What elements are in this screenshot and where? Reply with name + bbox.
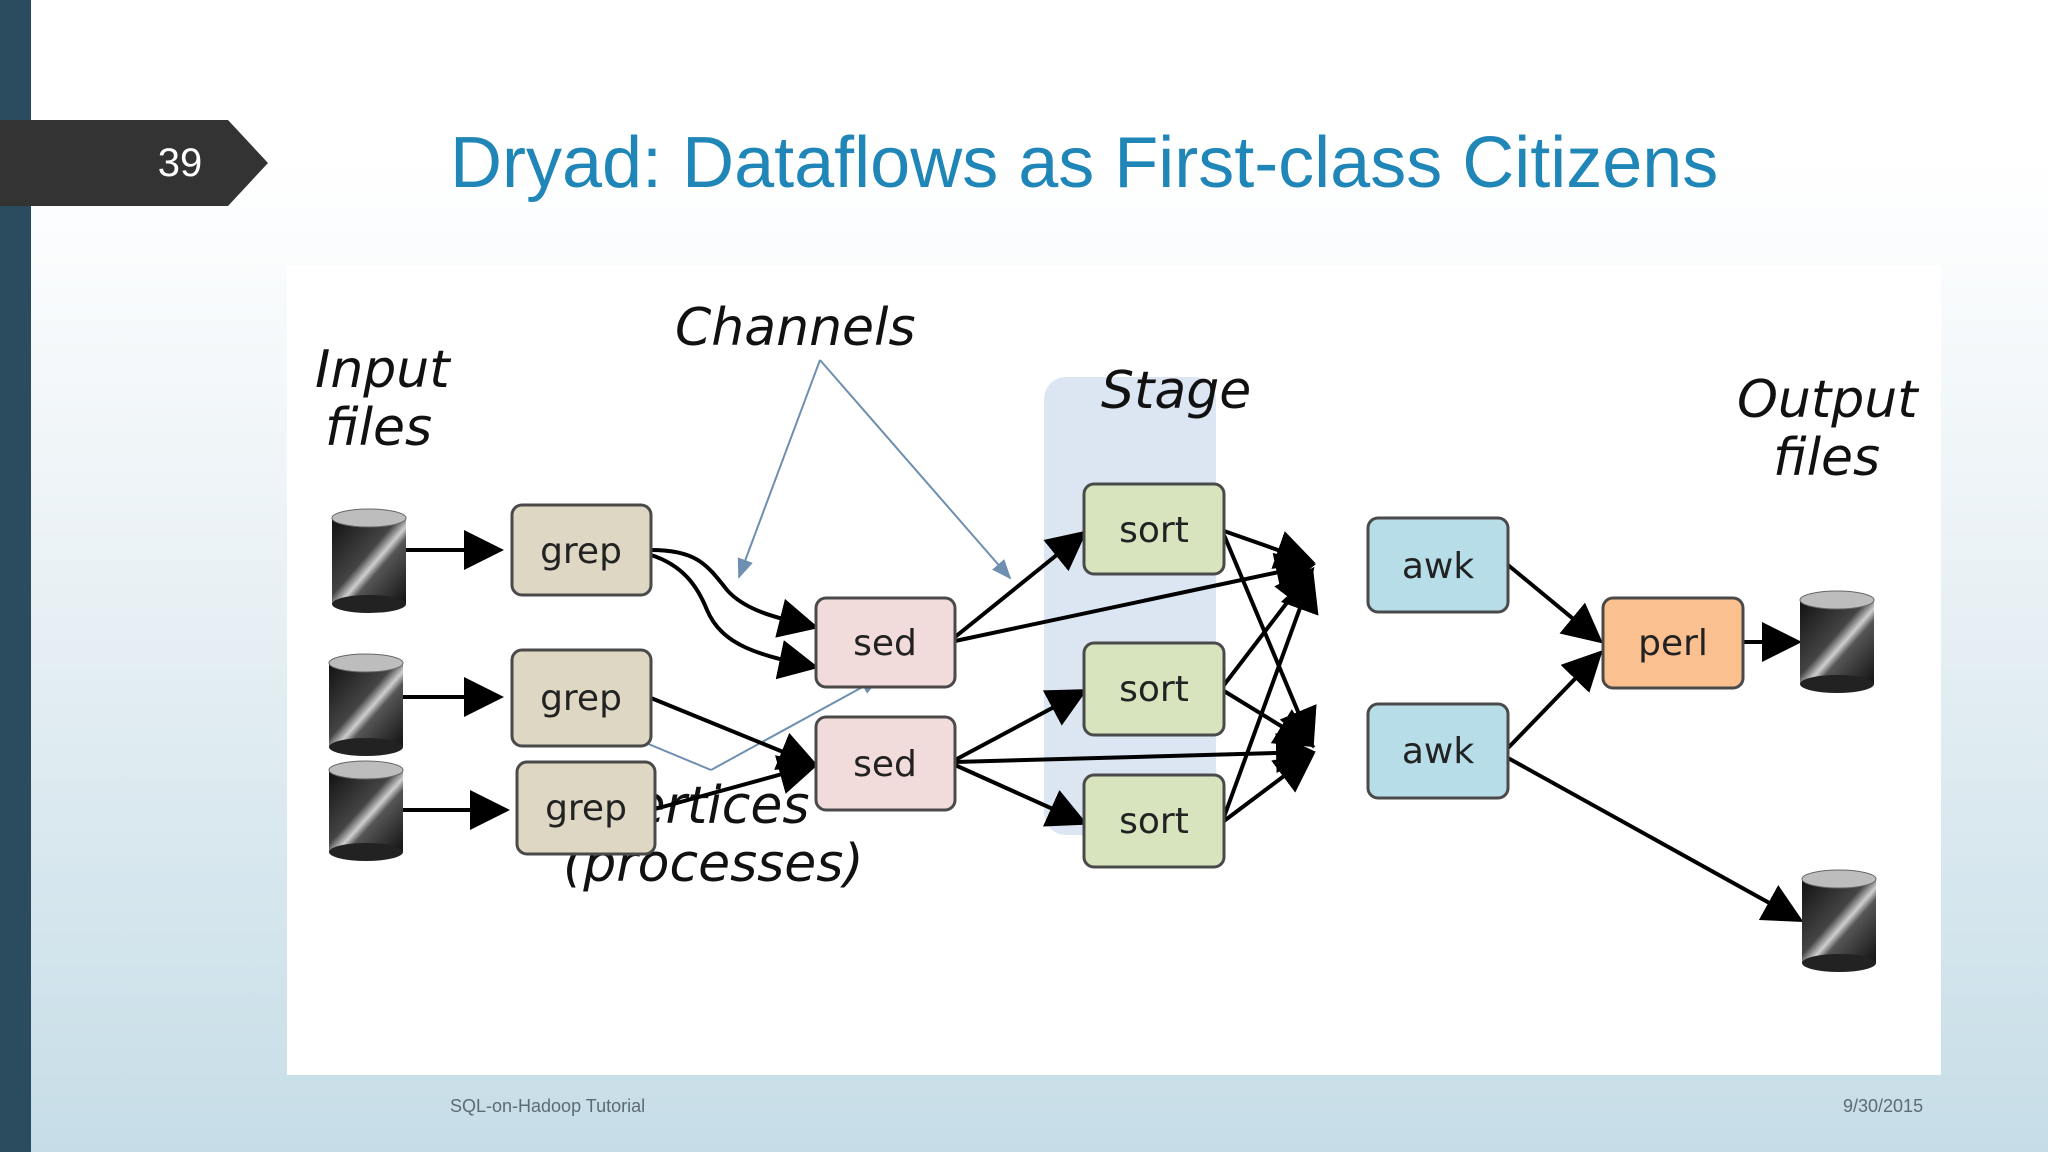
edge-grep1-sed1-a — [650, 548, 819, 638]
input-file-3 — [328, 760, 404, 861]
vertex-sed-1-label: sed — [853, 623, 917, 664]
edge-grep3-sed2 — [654, 755, 819, 811]
dryad-diagram: Input files Channels Stage Output files … — [287, 265, 1941, 1075]
channels-annotation-arrows — [737, 359, 1012, 580]
stage-label: Stage — [1101, 361, 1251, 421]
edge-sed1-awk1 — [954, 552, 1316, 643]
stage-band — [1044, 377, 1216, 835]
input-files-label-2: files — [325, 398, 432, 458]
vertex-awk-1: awk — [1366, 516, 1510, 614]
channels-label: Channels — [675, 298, 916, 358]
edge-awk2-perl — [1506, 650, 1603, 750]
vertex-grep-3-label: grep — [545, 788, 627, 829]
vertex-awk-1-label: awk — [1402, 546, 1475, 587]
input-file-1 — [331, 508, 407, 613]
slide-number-tab — [0, 120, 268, 206]
vertex-grep-3: grep — [515, 760, 657, 856]
vertex-grep-1-label: grep — [540, 531, 622, 572]
edge-grep1-sed1-b — [650, 553, 819, 680]
vertex-perl-label: perl — [1638, 623, 1708, 664]
vertex-sort-3-label: sort — [1119, 801, 1189, 842]
edge-sed2-awk2 — [954, 733, 1316, 774]
edge-sort1-awk1 — [1223, 529, 1316, 569]
edge-awk2-out2 — [1507, 756, 1804, 922]
vertex-sort-1: sort — [1082, 482, 1226, 576]
vertex-grep-1: grep — [510, 503, 653, 597]
vertex-sort-2: sort — [1082, 641, 1226, 737]
edge-sed1-sort1 — [953, 530, 1088, 639]
edge-sort3-awk2 — [1222, 752, 1316, 823]
vertex-sed-1: sed — [814, 596, 957, 689]
output-file-1 — [1799, 590, 1875, 693]
footer-date: 9/30/2015 — [1843, 1096, 1924, 1116]
slide-title: Dryad: Dataflows as First-class Citizens — [450, 123, 1719, 203]
output-file-2 — [1801, 869, 1877, 972]
output-files-label-1: Output — [1737, 370, 1919, 430]
vertex-sort-3: sort — [1082, 773, 1226, 869]
input-files-label-1: Input — [315, 340, 451, 400]
output-files-label-2: files — [1773, 428, 1880, 488]
edge-sort3-awk1 — [1222, 571, 1319, 818]
edge-sort2-awk1 — [1222, 566, 1315, 687]
edge-sort2-awk2 — [1222, 689, 1316, 748]
vertex-sort-2-label: sort — [1119, 669, 1189, 710]
vertex-grep-2-label: grep — [540, 678, 622, 719]
edge-grep2-sed2 — [650, 696, 819, 770]
vertex-perl: perl — [1601, 596, 1745, 690]
slide-number: 39 — [157, 141, 203, 185]
edge-sed2-sort2 — [954, 689, 1088, 762]
vertex-awk-2-label: awk — [1402, 731, 1475, 772]
edge-sed2-sort3 — [954, 763, 1088, 827]
input-file-2 — [328, 653, 404, 756]
footer-left: SQL-on-Hadoop Tutorial — [450, 1096, 646, 1116]
vertex-sed-2: sed — [814, 715, 957, 812]
vertex-sed-2-label: sed — [853, 744, 917, 785]
vertex-sort-1-label: sort — [1119, 510, 1189, 551]
vertex-awk-2: awk — [1366, 702, 1510, 800]
edge-awk1-perl — [1506, 563, 1604, 644]
vertex-grep-2: grep — [510, 648, 653, 748]
